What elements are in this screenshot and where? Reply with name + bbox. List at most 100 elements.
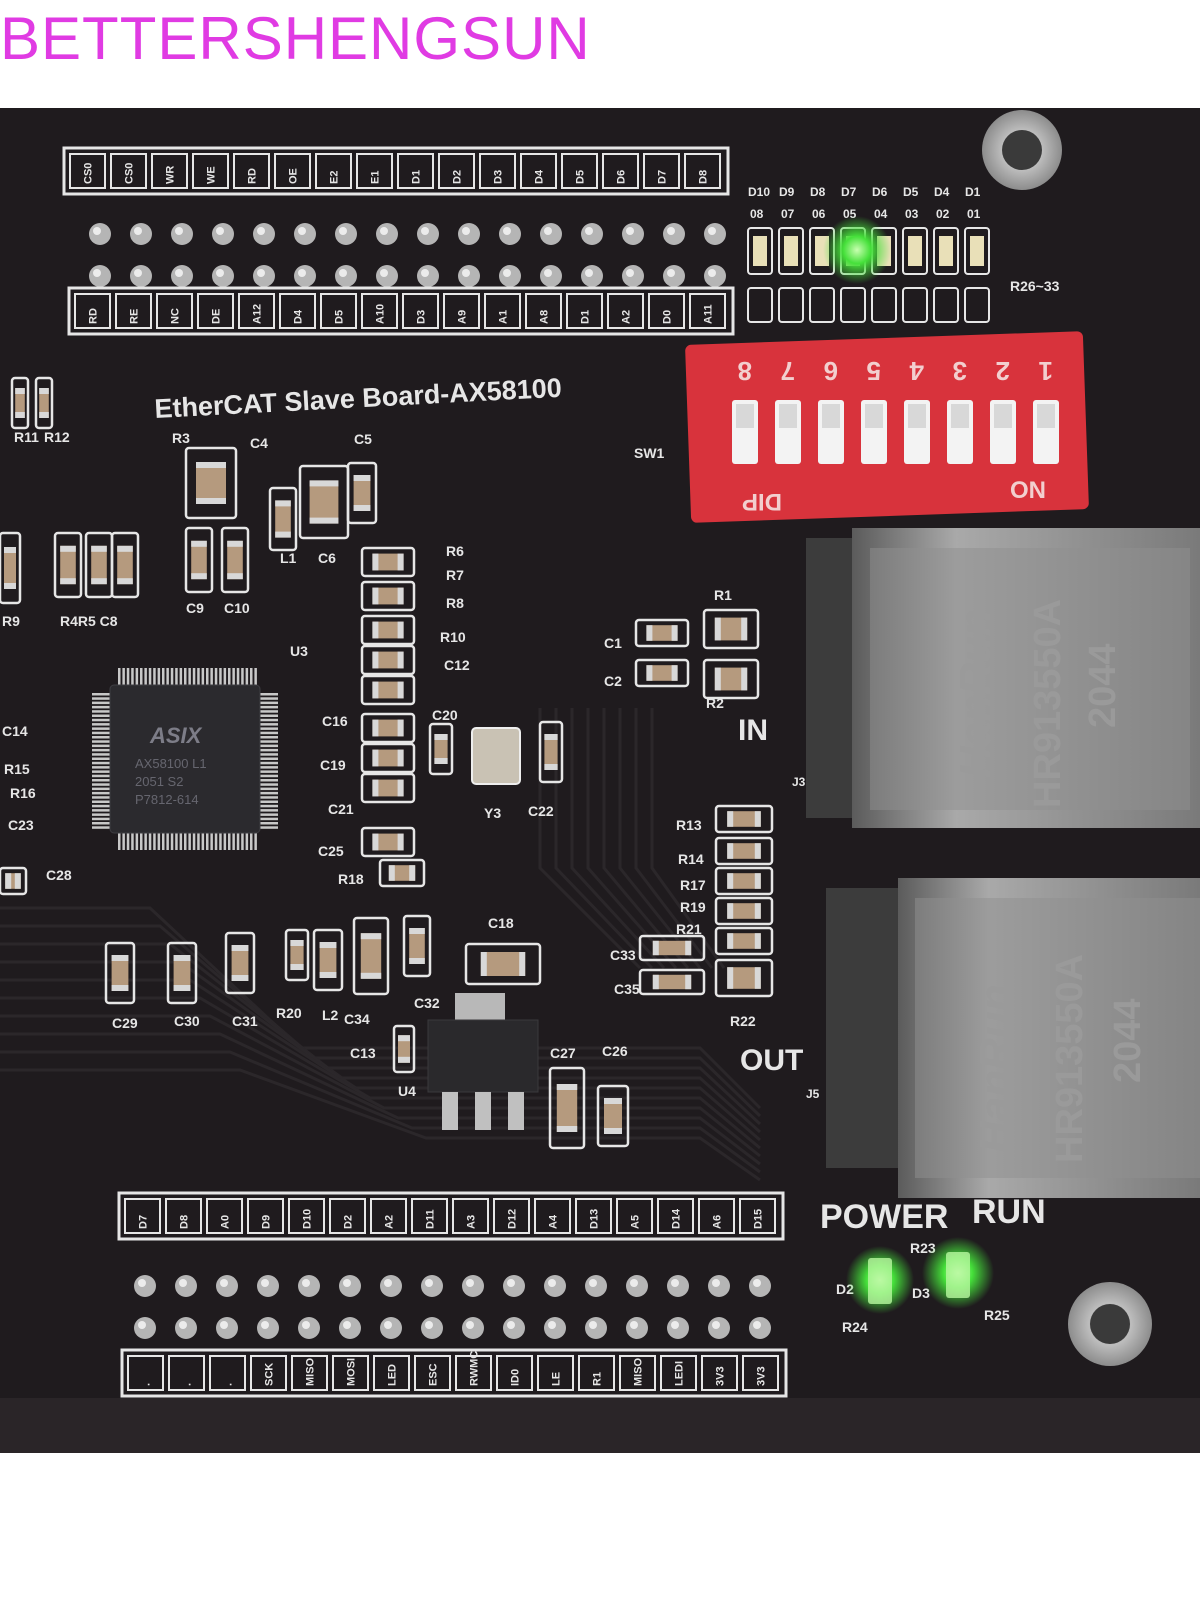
chip-line1: AX58100 L1 — [135, 756, 207, 771]
lower-header-pin-label: A4 — [548, 1214, 560, 1229]
lower-header-pin-label: D14 — [671, 1208, 683, 1229]
header-pin — [257, 1317, 279, 1339]
lower-header-pin-label: D13 — [589, 1209, 601, 1229]
led-label: 06 — [812, 207, 826, 221]
jack-in-code: 2044 — [1082, 643, 1124, 728]
crystal-ref: Y3 — [484, 805, 501, 821]
top-header-pin-label: OE — [288, 168, 300, 184]
jack-out-ref: J5 — [806, 1087, 820, 1101]
smd-footprint — [360, 742, 416, 774]
ref-r15: R15 — [4, 761, 30, 777]
ref-r1: R1 — [714, 587, 732, 603]
top-header-pin-label: D4 — [534, 169, 546, 184]
ref-c4: C4 — [250, 435, 268, 451]
led-resistor — [747, 287, 773, 323]
ref-r17: R17 — [680, 877, 706, 893]
led-resistor — [871, 287, 897, 323]
header-pin — [544, 1275, 566, 1297]
ref-r14: R14 — [678, 851, 704, 867]
smd-footprint — [714, 926, 774, 956]
lower-header-pin-label: LE — [551, 1372, 563, 1386]
ref-r12: R12 — [44, 429, 70, 445]
header-pin — [294, 265, 316, 287]
header-pin — [708, 1317, 730, 1339]
ref-c20: C20 — [432, 707, 458, 723]
top-header-pin-label: A12 — [252, 304, 264, 324]
smd-footprint — [402, 914, 432, 978]
lower-header-pin-label: A5 — [630, 1215, 642, 1229]
top-header-pin-label: E2 — [329, 171, 341, 184]
smd-footprint — [360, 712, 416, 744]
led-label: 07 — [781, 207, 795, 221]
smd-footprint — [184, 526, 214, 594]
smd-component — [388, 865, 416, 881]
ref-c5: C5 — [354, 431, 372, 447]
smd-component — [714, 617, 748, 641]
smd-footprint — [360, 674, 416, 706]
lower-header-pin-label: A3 — [466, 1215, 478, 1229]
lower-header-pin-label: D10 — [302, 1209, 314, 1229]
lower-header-pin-label: LED — [387, 1364, 399, 1386]
lower-header-pin-label: 3V3 — [756, 1366, 768, 1386]
header-pin — [708, 1275, 730, 1297]
smd-footprint — [104, 941, 136, 1005]
header-pin — [335, 223, 357, 245]
smd-component — [372, 651, 404, 669]
header-pin — [622, 265, 644, 287]
smd-footprint — [538, 720, 564, 784]
header-pin — [667, 1317, 689, 1339]
top-header-pin-label: A10 — [375, 304, 387, 324]
led-label: D4 — [934, 185, 950, 199]
top-header-pin-label: D4 — [293, 309, 305, 324]
header-pin — [339, 1275, 361, 1297]
header-pin — [376, 223, 398, 245]
lit-led-glow — [823, 216, 891, 284]
smd-footprint — [360, 614, 416, 646]
header-pin — [298, 1275, 320, 1297]
passive-components — [0, 376, 774, 1150]
header-pin — [298, 1317, 320, 1339]
lower-header-pin-label: LEDI — [674, 1361, 686, 1386]
lower-header-pin-label: A6 — [712, 1215, 724, 1229]
lower-header-pin-label: ID0 — [510, 1369, 522, 1386]
smd-footprint — [464, 942, 542, 986]
led-label: D7 — [841, 185, 857, 199]
header-pin — [417, 265, 439, 287]
smd-footprint — [378, 858, 426, 888]
top-header-pin-label: D5 — [334, 310, 346, 324]
smd-component — [60, 545, 76, 585]
smd-footprint — [360, 772, 416, 804]
header-pin — [376, 265, 398, 287]
ethernet-jack-in: HanRun HR913550A 2044 — [806, 528, 1200, 828]
header-pin — [749, 1275, 771, 1297]
chip-ref: U3 — [290, 643, 308, 659]
lower-header-pin-label: RWMC — [469, 1351, 481, 1386]
smd-component — [173, 955, 191, 991]
smd-component — [434, 734, 448, 764]
smd-footprint — [634, 658, 690, 688]
chip-line2: 2051 S2 — [135, 774, 183, 789]
ref-c33: C33 — [610, 947, 636, 963]
dip-number: 2 — [996, 356, 1010, 386]
smd-component — [290, 940, 304, 970]
header-pin — [585, 1275, 607, 1297]
smd-footprint — [638, 934, 706, 962]
ref-c18: C18 — [488, 915, 514, 931]
header-pin — [540, 223, 562, 245]
lower-header-pin-label: R1 — [592, 1372, 604, 1386]
ref-c34: C34 — [344, 1011, 370, 1027]
status-led — [747, 227, 773, 275]
lower-header-pin-label: A0 — [220, 1215, 232, 1229]
ref-c6: C6 — [318, 550, 336, 566]
mounting-hole-top-right — [982, 110, 1062, 190]
header-pin — [499, 265, 521, 287]
ref-r2: R2 — [706, 695, 724, 711]
top-header-pin-label: D1 — [580, 310, 592, 324]
smd-component — [309, 480, 339, 524]
lower-header-pin-label: . — [182, 1383, 194, 1386]
ref-c9: C9 — [186, 600, 204, 616]
smd-footprint — [634, 618, 690, 648]
lower-header-pin-label: D7 — [138, 1215, 150, 1229]
lower-header-pin-label: MISO — [633, 1357, 645, 1386]
